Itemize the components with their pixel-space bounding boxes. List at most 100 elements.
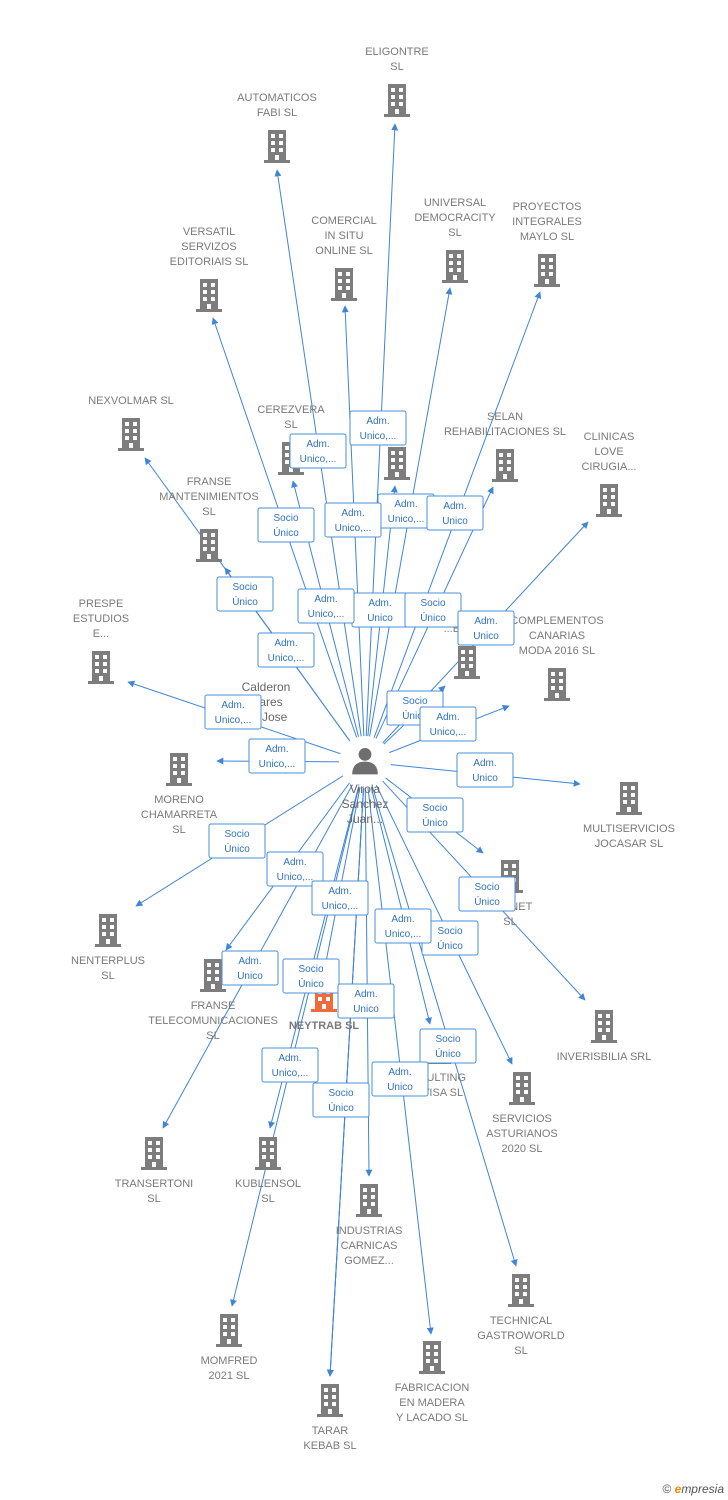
role-label-text: Único: [224, 842, 250, 855]
role-label-fabricacion-madera[interactable]: Adm.Unico: [371, 1061, 429, 1097]
role-label-text: Adm.: [328, 886, 351, 897]
building-icon: [166, 753, 192, 786]
company-label: MORENO: [154, 794, 204, 806]
edge-neytrab: [326, 761, 366, 1377]
building-icon: [141, 1137, 167, 1170]
company-label: SL: [390, 61, 403, 73]
company-node-neytrab[interactable]: NEYTRAB SL: [289, 979, 360, 1032]
role-label-eligontre[interactable]: Adm.Unico,...: [349, 410, 407, 446]
role-label-text: Adm.: [368, 598, 391, 609]
role-label-box: [297, 588, 355, 624]
role-label-prespe[interactable]: Adm.Unico,...: [204, 694, 262, 730]
company-label: CLINICAS: [584, 431, 635, 443]
role-label-proyectos-integrales[interactable]: Adm.Unico: [426, 495, 484, 531]
role-label-text: Unico,...: [308, 609, 345, 620]
role-label-box: [349, 410, 407, 446]
role-label-momfred[interactable]: Adm.Unico,...: [374, 908, 432, 944]
company-node-eligontre[interactable]: ELIGONTRE SL: [365, 46, 429, 117]
role-label-text: Adm.: [388, 1067, 411, 1078]
company-node-selan[interactable]: SELAN REHABILITACIONES SL: [444, 411, 566, 482]
role-label-text: Único: [328, 1101, 354, 1114]
role-label-comercial-in-situ[interactable]: Adm.Unico,...: [324, 502, 382, 538]
role-label-versatil[interactable]: Adm.Unico: [351, 592, 409, 628]
role-label-text: Adm.: [394, 499, 417, 510]
company-label: MOMFRED: [201, 1355, 258, 1367]
copyright-icon: ©: [662, 1482, 672, 1496]
company-label: SL: [261, 1193, 274, 1205]
role-label-box: [208, 823, 266, 859]
company-label: REHABILITACIONES SL: [444, 426, 566, 438]
company-node-industrias-carnicas[interactable]: INDUSTRIASCARNICASGOMEZ...: [336, 1184, 403, 1267]
role-label-clinicas-love[interactable]: Adm.Unico: [457, 610, 515, 646]
company-node-nexvolmar[interactable]: NEXVOLMAR SL: [88, 395, 174, 451]
company-label: SL: [503, 916, 516, 928]
center-person-label: Virola: [350, 782, 381, 796]
edge-fabricacion-madera: [364, 761, 434, 1335]
role-label-complementos-canarias[interactable]: Adm.Unico,...: [419, 706, 477, 742]
role-label-text: Socio: [224, 829, 249, 840]
role-label-transertoni[interactable]: Adm.Unico,...: [266, 851, 324, 887]
building-icon: [534, 254, 560, 287]
edge-momfred: [230, 761, 366, 1307]
company-node-clinicas-love[interactable]: CLINICASLOVECIRUGIA...: [581, 431, 637, 517]
role-label-neytrab[interactable]: Adm.Unico,...: [311, 880, 369, 916]
center-person[interactable]: VirolaSanchezJuan...: [339, 736, 391, 826]
company-label: GOMEZ...: [344, 1255, 394, 1267]
role-label-text: Unico,...: [272, 1068, 309, 1079]
company-node-inverisbilia[interactable]: INVERISBILIA SRL: [557, 1010, 652, 1063]
role-label-multiservicios-jocasar[interactable]: Adm.Unico: [456, 752, 514, 788]
building-icon: [331, 268, 357, 301]
company-label: SL: [206, 1030, 219, 1042]
company-label: INDUSTRIAS: [336, 1225, 403, 1237]
role-label-text: Unico: [237, 971, 263, 982]
role-label-el-sl[interactable]: Adm.Unico,...: [297, 588, 355, 624]
company-label: SELAN: [487, 411, 523, 423]
role-label-kublensol[interactable]: Adm.Unico,...: [261, 1047, 319, 1083]
role-label-franse-telecom[interactable]: Adm.Unico: [221, 950, 279, 986]
company-label: ELIGONTRE: [365, 46, 429, 58]
company-node-prespe[interactable]: PRESPEESTUDIOSE...: [73, 598, 129, 684]
role-label-moreno-chamarreta[interactable]: Adm.Unico,...: [248, 738, 306, 774]
role-label-universal-democracity[interactable]: Adm.Unico,...: [377, 493, 435, 529]
role-label-box: [374, 908, 432, 944]
role-label-box: [404, 592, 462, 628]
building-icon: [255, 1137, 281, 1170]
role-label-text: Único: [474, 895, 500, 908]
role-label-industrias-carnicas[interactable]: Adm.Unico: [337, 983, 395, 1019]
company-label: PRESPE: [79, 598, 124, 610]
role-label-text: Unico,...: [277, 872, 314, 883]
company-label: TRANSERTONI: [115, 1178, 193, 1190]
company-label: TARAR: [312, 1425, 349, 1437]
role-label-automaticos-fabi[interactable]: Adm.Unico,...: [289, 433, 347, 469]
role-label-franse-mantenimientos[interactable]: Adm.Unico,...: [257, 632, 315, 668]
